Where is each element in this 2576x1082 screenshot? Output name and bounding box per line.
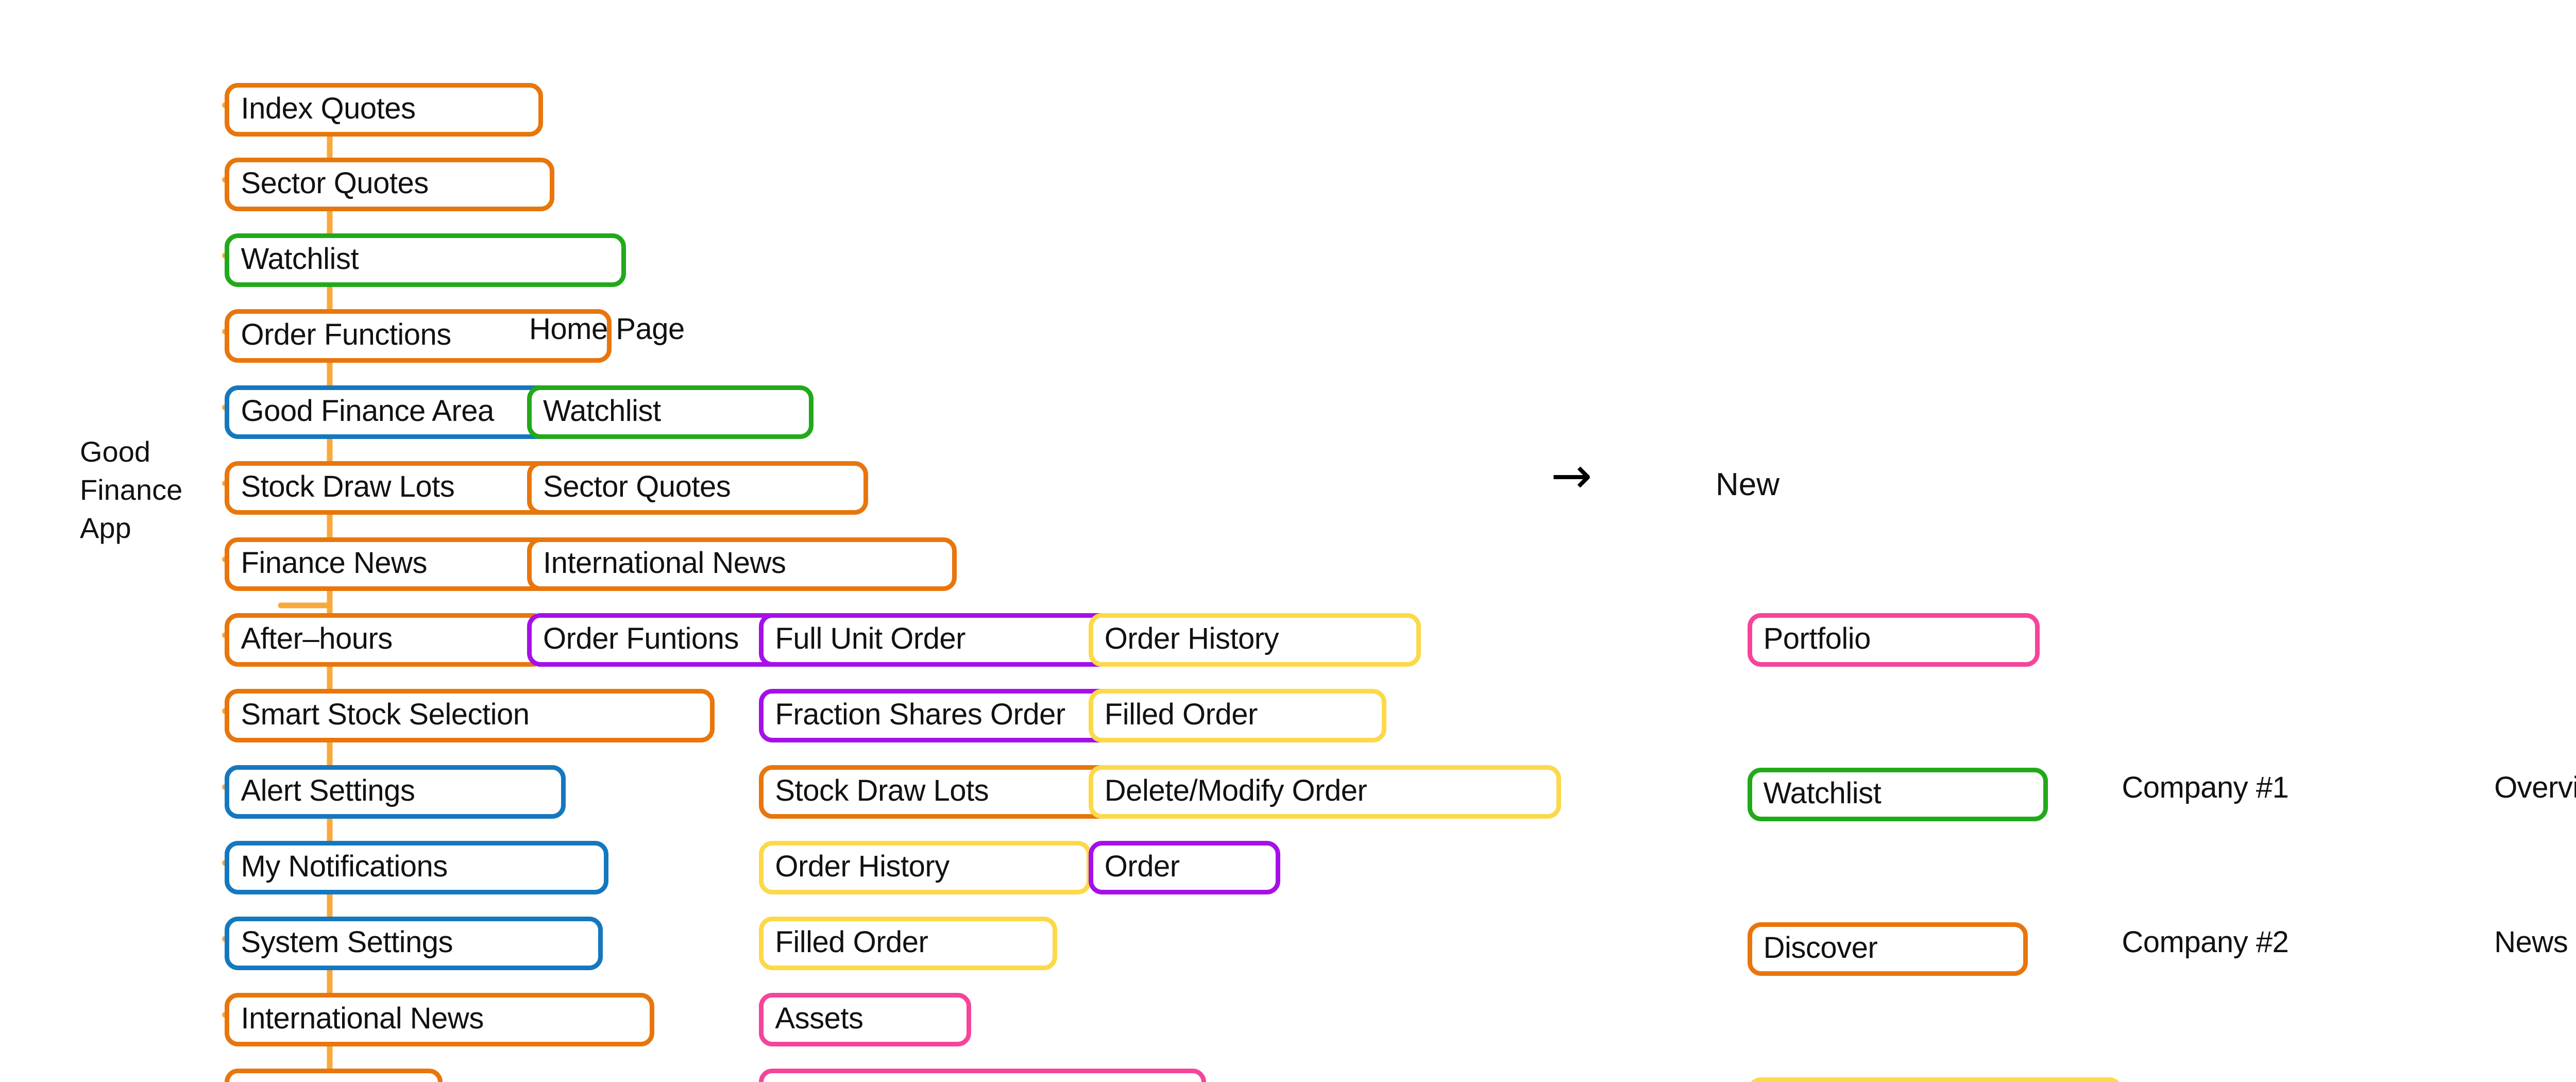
node-news[interactable]: News (2494, 925, 2568, 959)
root-label: Good Finance App (80, 435, 183, 544)
node-my-notifications[interactable]: My Notifications (225, 840, 609, 894)
node-stock-draw-lots[interactable]: Stock Draw Lots (759, 765, 1134, 819)
node-alert-settings[interactable]: Alert Settings (225, 765, 566, 819)
node-international-news[interactable]: International News (527, 537, 957, 591)
node-index-quotes[interactable]: Index Quotes (225, 83, 543, 137)
node-system-settings[interactable]: System Settings (225, 917, 603, 971)
node-filled-order[interactable]: Filled Order (1088, 689, 1387, 743)
node-overview[interactable]: Overview (2494, 771, 2576, 805)
node-international-news[interactable]: International News (225, 992, 655, 1046)
node-watchlist[interactable]: Watchlist (1747, 768, 2048, 822)
node-company-3[interactable]: Company #3 (2120, 1077, 2492, 1082)
node-company-1[interactable]: Company #1 (2122, 771, 2289, 805)
node-sector-quotes[interactable]: Sector Quotes (527, 461, 868, 515)
node-delete-modify-order[interactable]: Delete/Modify Order (1088, 765, 1562, 819)
node-full-unit-order[interactable]: Full Unit Order (759, 613, 1132, 667)
node-assets[interactable]: Assets (759, 992, 971, 1046)
node-order[interactable]: Order (1088, 840, 1281, 894)
node-financials[interactable]: Financials (2492, 1077, 2576, 1082)
node-after-hours[interactable]: After–hours (225, 613, 546, 667)
node-account-statement[interactable]: Account Statement (759, 1068, 1206, 1082)
node-order-history[interactable]: Order History (1088, 613, 1421, 667)
node-order-history[interactable]: Order History (1747, 1077, 2123, 1082)
node-watchlist[interactable]: Watchlist (527, 385, 814, 439)
node-finance-news[interactable]: Finance News (225, 537, 552, 591)
node-sector-quotes[interactable]: Sector Quotes (225, 157, 554, 211)
node-home-page[interactable]: Home Page (529, 312, 685, 346)
transition-arrow-icon: → (1551, 447, 1592, 504)
node-portfolio[interactable]: Portfolio (1747, 613, 2040, 667)
node-smart-stock-selection[interactable]: Smart Stock Selection (225, 689, 715, 743)
node-discover[interactable]: Discover (1747, 922, 2028, 976)
node-futures[interactable]: Futures (225, 1068, 443, 1082)
new-root-label: New (1716, 467, 1780, 502)
node-order-functions[interactable]: Order Functions (225, 309, 612, 363)
node-watchlist[interactable]: Watchlist (225, 233, 626, 288)
node-filled-order[interactable]: Filled Order (759, 917, 1057, 971)
node-company-2[interactable]: Company #2 (2122, 925, 2289, 959)
node-order-history[interactable]: Order History (759, 840, 1092, 894)
